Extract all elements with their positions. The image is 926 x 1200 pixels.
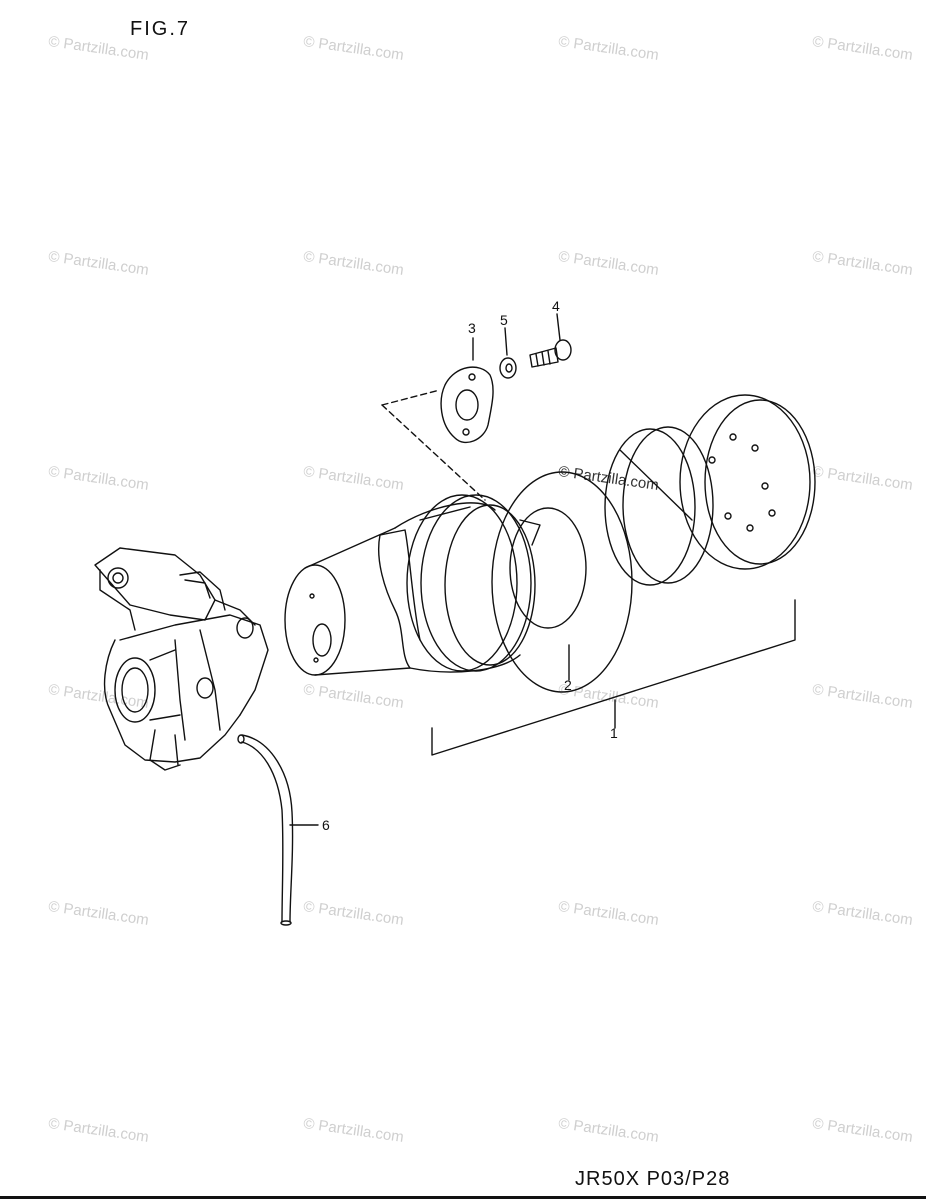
cover-part — [679, 394, 816, 570]
callout-1: 1 — [610, 725, 618, 741]
callout-3: 3 — [468, 320, 476, 336]
callout-5: 5 — [500, 312, 508, 328]
washer-part — [499, 357, 517, 379]
hose-part — [237, 734, 294, 926]
callout-2: 2 — [564, 677, 572, 693]
callout-4: 4 — [552, 298, 560, 314]
air-cleaner-case-part — [284, 494, 536, 676]
element-part — [491, 471, 633, 693]
bottom-rule — [0, 1196, 926, 1199]
figure-title: FIG.7 — [130, 18, 191, 40]
screw-part — [529, 339, 572, 368]
gasket-part — [440, 366, 494, 443]
callout-6: 6 — [322, 817, 330, 833]
band-part — [604, 426, 714, 586]
model-code: JR50X P03/P28 — [575, 1168, 731, 1190]
carburetor-part — [94, 547, 269, 771]
